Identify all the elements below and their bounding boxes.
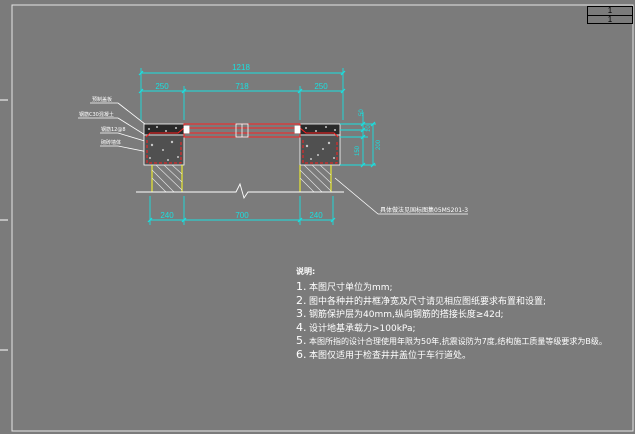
callout-cover: 预制盖板 (92, 96, 112, 103)
left-callout-text: 预制盖板 钢筋C30混凝土 钢筋12@8 砌砖墙体 (79, 96, 126, 146)
note-item: 3.钢筋保护层为40mm,纵向钢筋的搭接长度≥42d; (296, 307, 504, 320)
wall-right (299, 165, 332, 192)
dim-top-middle: 718 (235, 82, 249, 91)
note-item: 5.本图所指的设计合理使用年限为50年,抗震设防为7度,结构施工质量等级要求为B… (296, 334, 607, 347)
title-block-cell-top: 1 (607, 6, 613, 15)
cover-frame (183, 123, 301, 138)
top-dimension-ticks (138, 70, 346, 94)
notes-block: 说明: 1.本图尺寸单位为mm; 2.图中各种井的井框净宽及尺寸请见相应图纸要求… (296, 266, 626, 361)
right-dimension-lines (340, 112, 376, 166)
callout-concrete: 钢筋C30混凝土 (79, 111, 114, 118)
top-dimension-lines (140, 68, 344, 120)
right-dimension-ticks (360, 121, 376, 168)
notes-title: 说明: (296, 267, 316, 276)
top-dimension-text: 1218 250 718 250 (155, 63, 328, 91)
callout-wall: 砌砖墙体 (101, 139, 121, 146)
dim-right-mid: 10 (366, 125, 372, 132)
dim-right-lower: 150 (355, 145, 361, 156)
dim-top-left: 250 (155, 82, 169, 91)
drawing-border (11, 4, 634, 432)
wall-left (151, 165, 183, 192)
callout-rebar: 钢筋12@8 (101, 126, 126, 133)
dim-top-right: 250 (314, 82, 328, 91)
dim-top-total: 1218 (232, 63, 250, 72)
left-edge-marks (0, 99, 8, 351)
note-item: 1.本图尺寸单位为mm; (296, 280, 393, 293)
dim-right-small: 50 (359, 109, 365, 116)
title-block-cell-bottom: 1 (588, 15, 632, 24)
dim-bottom-left: 240 (160, 211, 174, 220)
right-dimension-text: 50 10 150 200 (355, 109, 382, 156)
wall-left-hatch (151, 164, 183, 193)
callout-standard: 具体做法见国标图集05MS201-3 (380, 206, 468, 214)
bottom-dimension-ticks (147, 217, 336, 223)
bottom-dimension-text: 240 700 240 (160, 211, 323, 220)
note-item: 6.本图仅适用于检查井井盖位于车行道处。 (296, 347, 472, 361)
dim-bottom-middle: 700 (235, 211, 249, 220)
note-item: 2.图中各种井的井框净宽及尺寸请见相应图纸要求布置和设置; (296, 293, 547, 307)
title-block: 1 1 (587, 6, 633, 24)
dim-bottom-right: 240 (309, 211, 323, 220)
right-pier (299, 123, 341, 166)
ground-line (136, 182, 344, 200)
wall-right-hatch (299, 164, 332, 193)
left-pier (143, 123, 185, 166)
note-item: 4.设计地基承载力>100kPa; (296, 320, 416, 334)
dim-right-total: 200 (376, 139, 382, 150)
right-callout: 具体做法见国标图集05MS201-3 (334, 177, 468, 215)
